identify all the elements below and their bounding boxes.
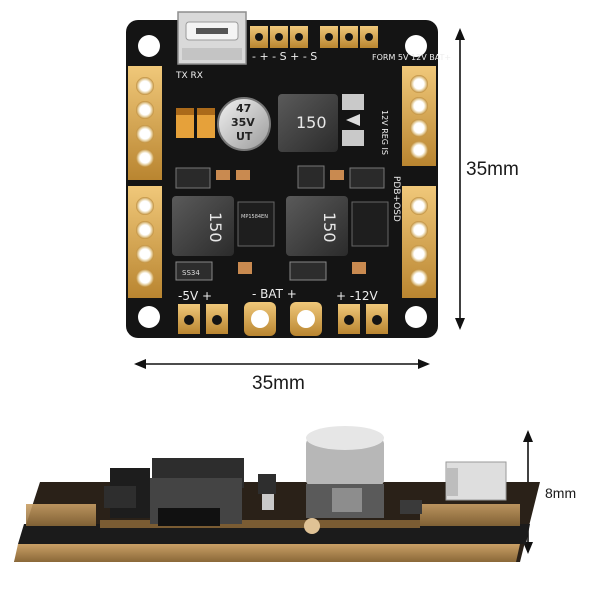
height-dimension-line bbox=[455, 28, 465, 330]
diode-left-label: SS34 bbox=[182, 269, 200, 277]
inductor-left-label: 150 bbox=[206, 212, 225, 243]
right-pad-column bbox=[402, 66, 436, 298]
pdb-osd-label: PDB+OSD bbox=[391, 176, 401, 222]
inductor-top: 150 bbox=[278, 94, 338, 152]
electrolytic-capacitor: 47 35V UT bbox=[217, 97, 271, 151]
regulator-chips: MP1584EN bbox=[237, 201, 389, 247]
smd-components bbox=[175, 94, 385, 189]
cap-series-label: UT bbox=[236, 130, 253, 143]
top-header-pads bbox=[250, 26, 378, 48]
tx-rx-label: TX RX bbox=[175, 71, 203, 81]
reg-label: 12V REG IS bbox=[380, 110, 389, 155]
out-5v-label: -5V + bbox=[178, 289, 212, 303]
height-dimension-label: 35mm bbox=[466, 159, 519, 180]
width-dimension-line bbox=[134, 359, 430, 369]
bottom-output-pads bbox=[178, 304, 388, 334]
header-signs-label: - + - S + - S bbox=[252, 50, 317, 63]
inductor-top-label: 150 bbox=[296, 113, 327, 132]
battery-pads bbox=[244, 302, 322, 336]
inductor-right-label: 150 bbox=[320, 212, 339, 243]
diodes: SS34 bbox=[175, 261, 366, 281]
out-12v-label: + -12V bbox=[336, 289, 378, 303]
chip-left-label: MP1584EN bbox=[241, 214, 268, 220]
mount-holes bbox=[138, 35, 427, 328]
side-text-label: FORM 5V 12V BAT+ bbox=[372, 53, 451, 62]
inductor-bottom-right: 150 bbox=[286, 196, 348, 256]
bat-label: - BAT + bbox=[252, 287, 297, 301]
pcb-board-top: - + - S + - S TX RX bbox=[126, 11, 451, 338]
usb-connector bbox=[177, 11, 247, 65]
cap-voltage-label: 35V bbox=[231, 116, 255, 129]
tantalum-capacitors bbox=[176, 108, 215, 138]
thickness-dimension-label: 8mm bbox=[545, 485, 577, 501]
width-dimension-label: 35mm bbox=[252, 373, 305, 394]
pcb-board-side bbox=[14, 426, 540, 562]
inductor-bottom-left: 150 bbox=[172, 196, 234, 256]
cap-value-label: 47 bbox=[236, 102, 251, 115]
left-pad-column bbox=[128, 66, 162, 298]
